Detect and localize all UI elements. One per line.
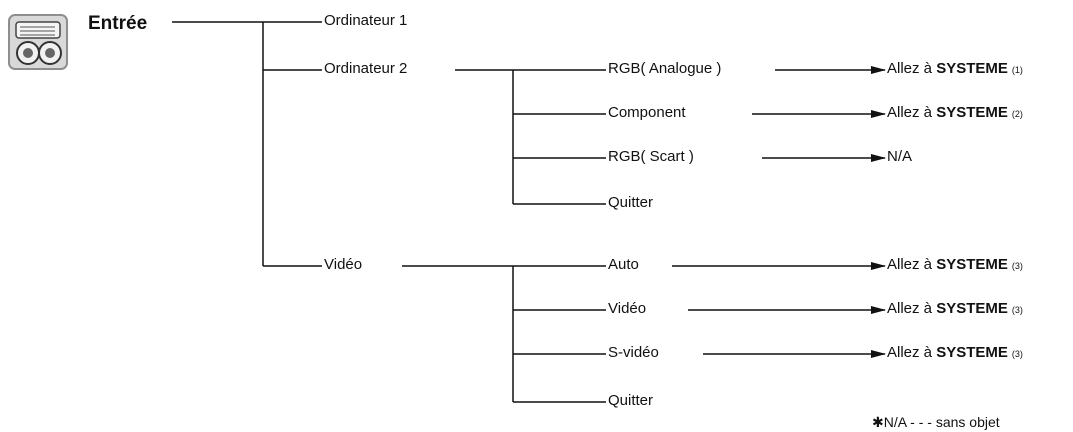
target-system-3-s-video: Allez à SYSTEME(3)	[887, 344, 1023, 363]
target-section: SYSTEME	[936, 104, 1008, 121]
target-not-applicable: N/A	[887, 148, 913, 166]
option-video-quit[interactable]: Quitter	[608, 392, 654, 410]
footnote: ✱N/A - - - sans objet	[872, 414, 1000, 430]
option-rgb-analogue[interactable]: RGB( Analogue )	[608, 60, 722, 78]
target-prefix: Allez à	[887, 104, 933, 121]
option-component[interactable]: Component	[608, 104, 686, 122]
menu-item-computer-2[interactable]: Ordinateur 2	[324, 60, 408, 78]
target-prefix: Allez à	[887, 300, 933, 317]
target-section: SYSTEME	[936, 60, 1008, 77]
target-section: SYSTEME	[936, 344, 1008, 361]
target-section: SYSTEME	[936, 300, 1008, 317]
target-section: SYSTEME	[936, 256, 1008, 273]
option-rgb-scart[interactable]: RGB( Scart )	[608, 148, 694, 166]
target-system-1: Allez à SYSTEME(1)	[887, 60, 1023, 79]
target-prefix: Allez à	[887, 256, 933, 273]
target-system-3-video: Allez à SYSTEME(3)	[887, 300, 1023, 319]
input-icon-box	[8, 14, 68, 70]
target-reference: (2)	[1011, 109, 1023, 119]
option-video-auto[interactable]: Auto	[608, 256, 639, 274]
menu-item-video[interactable]: Vidéo	[324, 256, 363, 274]
menu-item-computer-1[interactable]: Ordinateur 1	[324, 12, 408, 30]
target-reference: (3)	[1011, 305, 1023, 315]
option-s-video[interactable]: S-vidéo	[608, 344, 659, 362]
target-reference: (3)	[1011, 349, 1023, 359]
target-system-2: Allez à SYSTEME(2)	[887, 104, 1023, 123]
input-icon	[8, 14, 68, 70]
target-reference: (3)	[1011, 261, 1023, 271]
option-computer-2-quit[interactable]: Quitter	[608, 194, 654, 212]
target-reference: (1)	[1011, 65, 1023, 75]
target-system-3-auto: Allez à SYSTEME(3)	[887, 256, 1023, 275]
page-title: Entrée	[88, 13, 148, 34]
target-prefix: Allez à	[887, 344, 933, 361]
target-prefix: Allez à	[887, 60, 933, 77]
option-video[interactable]: Vidéo	[608, 300, 647, 318]
